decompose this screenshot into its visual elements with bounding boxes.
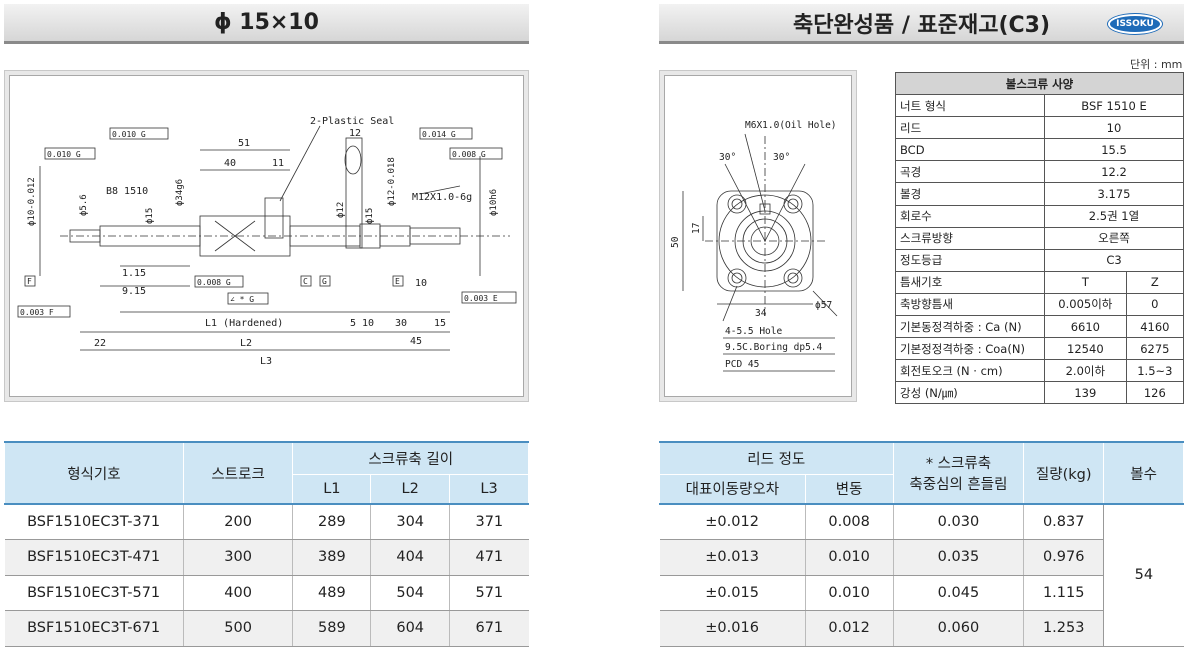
- tol-4: 0.008 G: [197, 278, 231, 287]
- tol-2: 0.010 G: [112, 130, 146, 139]
- header-lead-accuracy: 리드 정도: [659, 441, 894, 474]
- ball-count-cell: 54: [1103, 504, 1184, 647]
- angle-right: 30°: [773, 152, 790, 163]
- label-pcd: PCD 45: [725, 359, 759, 370]
- dim-11: 11: [272, 158, 284, 169]
- dim-phi-57: ϕ57: [815, 300, 832, 311]
- dim-50: 50: [670, 236, 681, 248]
- dim-10: 10: [415, 278, 427, 289]
- dim-30: 30: [395, 318, 407, 329]
- datum-c: C: [303, 277, 308, 286]
- right-title-bar: 축단완성품 / 표준재고(C3) ISSOKU: [659, 4, 1184, 44]
- header-l1: L1: [292, 473, 372, 504]
- header-mass: 질량(kg): [1023, 441, 1105, 504]
- dia-6: ϕ15: [365, 208, 375, 224]
- label-hole: 4-5.5 Hole: [725, 326, 782, 337]
- header-variation: 변동: [804, 473, 894, 504]
- tol-1: 0.010 G: [47, 150, 81, 159]
- dim-40: 40: [224, 158, 236, 169]
- left-title: ϕ 15×10: [214, 10, 319, 35]
- dim-15: 15: [434, 318, 446, 329]
- flange-drawing: M6X1.0(Oil Hole) 30° 30° 50 17 34 ϕ57 4-…: [670, 120, 838, 372]
- datum-f: F: [27, 277, 32, 286]
- label-m6: M6X1.0(Oil Hole): [745, 120, 837, 131]
- dia-5: ϕ12: [336, 202, 346, 218]
- tol-7: 0.003 E: [464, 294, 498, 303]
- header-screw-length: 스크류축 길이: [292, 441, 529, 474]
- dim-12: 12: [349, 128, 361, 139]
- dia-1: ϕ10-0.012: [27, 177, 37, 226]
- dim-17: 17: [691, 223, 702, 234]
- dim-9-15: 9.15: [122, 286, 146, 297]
- label-m12: M12X1.0-6g: [412, 192, 472, 203]
- label-boring: 9.5C.Boring dp5.4: [725, 342, 823, 353]
- header-ball-count: 볼수: [1103, 441, 1184, 504]
- label-b8: B8 1510: [106, 186, 148, 197]
- dim-34: 34: [755, 308, 767, 319]
- header-stroke: 스트로크: [182, 441, 294, 504]
- unit-label: 단위 : mm: [1130, 58, 1183, 71]
- label-plastic-seal: 2-Plastic Seal: [310, 116, 394, 127]
- dim-l2: L2: [240, 338, 252, 349]
- dia-7: ϕ12-0.018: [387, 157, 397, 206]
- dim-l3: L3: [260, 356, 272, 367]
- dim-45: 45: [410, 336, 422, 347]
- dia-2: ϕ5.6: [79, 194, 89, 216]
- tol-6: 0.003 F: [20, 308, 54, 317]
- header-l2: L2: [370, 473, 451, 504]
- dim-22: 22: [94, 338, 106, 349]
- dia-4: ϕ34g6: [175, 179, 185, 206]
- dim-l1: L1 (Hardened): [205, 318, 283, 329]
- header-l3: L3: [449, 473, 529, 504]
- datum-g: G: [322, 277, 327, 286]
- tol-5: 0.008 G: [452, 150, 486, 159]
- datum-e: E: [395, 277, 400, 286]
- angle-left: 30°: [719, 152, 736, 163]
- spec-title: 볼스크류 사양: [895, 71, 1184, 96]
- right-drawing-frame: M6X1.0(Oil Hole) 30° 30° 50 17 34 ϕ57 4-…: [659, 70, 857, 402]
- right-title: 축단완성품 / 표준재고(C3): [792, 12, 1051, 38]
- header-rep-travel: 대표이동량오차: [659, 473, 806, 504]
- left-title-bar: ϕ 15×10: [4, 4, 529, 44]
- header-model: 형식기호: [4, 441, 184, 504]
- dim-5-10: 5 10: [350, 318, 374, 329]
- tol-3: 0.014 G: [422, 130, 456, 139]
- dia-3: ϕ15: [145, 208, 155, 224]
- dim-51: 51: [238, 138, 250, 149]
- dia-8: ϕ10h6: [489, 189, 499, 216]
- screw-shaft-drawing: 2-Plastic Seal 51 40 11 B8 1510 M12X1.0-…: [17, 116, 517, 367]
- brand-logo: ISSOKU: [1108, 14, 1162, 34]
- dim-1-15: 1.15: [122, 268, 146, 279]
- model-length-table: 형식기호 스트로크 스크류축 길이 L1 L2 L3 BSF1510EC3T-3…: [4, 441, 529, 647]
- tol-8: ∠ * G: [230, 295, 254, 304]
- left-drawing-frame: 2-Plastic Seal 51 40 11 B8 1510 M12X1.0-…: [4, 70, 529, 402]
